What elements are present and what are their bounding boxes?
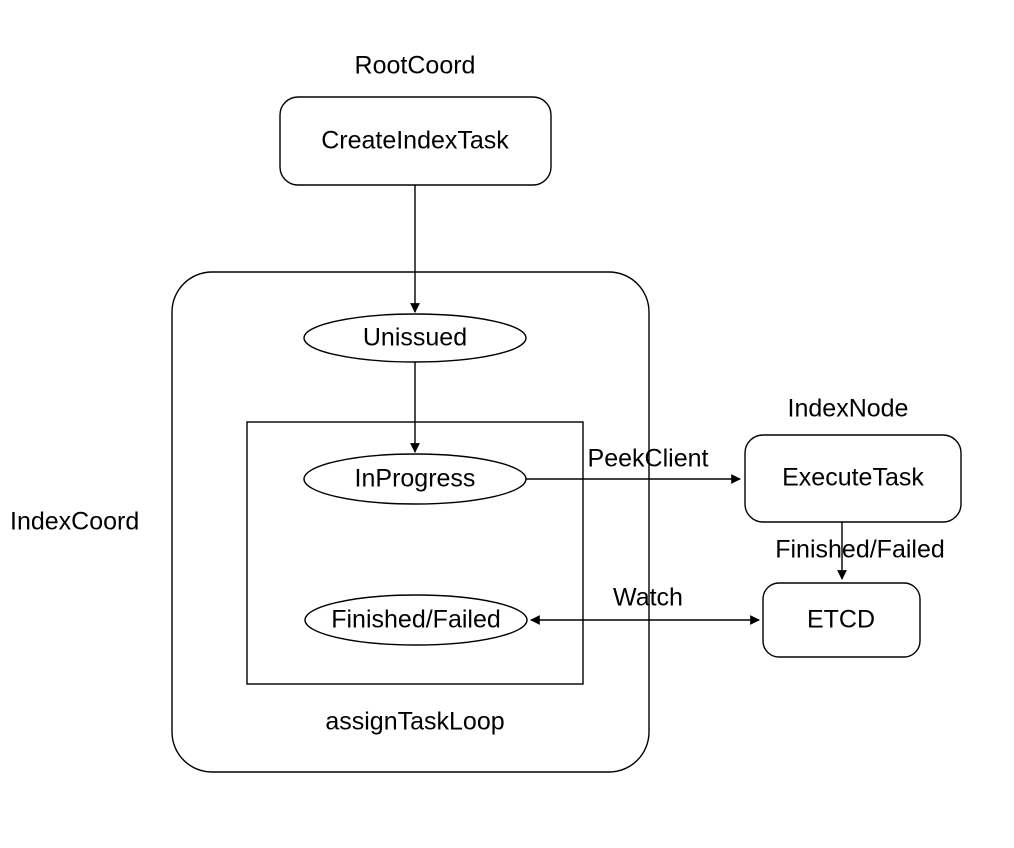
node-create-index-task[interactable]: CreateIndexTask [279,96,552,186]
in-progress-label: InProgress [355,465,476,493]
edge-executetask-etcd: Finished/Failed [775,522,945,580]
node-finished-failed-state[interactable]: Finished/Failed [304,594,528,646]
edge-label-finished-failed: Finished/Failed [775,536,945,564]
etcd-label: ETCD [807,606,875,634]
execute-task-label: ExecuteTask [782,464,924,492]
create-index-task-label: CreateIndexTask [321,127,509,155]
unissued-ellipse[interactable] [303,313,527,363]
indexnode-label: IndexNode [788,395,909,423]
assigntaskloop-label: assignTaskLoop [325,708,504,736]
edge-inprogress-executetask: PeekClient [526,445,741,484]
in-progress-ellipse[interactable] [303,453,527,505]
edge-label-watch: Watch [613,584,683,612]
unissued-label: Unissued [363,324,467,352]
node-etcd[interactable]: ETCD [762,582,921,658]
node-in-progress[interactable]: InProgress [303,453,527,505]
indexcoord-label: IndexCoord [10,508,139,536]
create-index-task-box[interactable] [279,96,552,186]
finished-failed-ellipse[interactable] [304,594,528,646]
edge-etcd-finishedfailed: Watch [530,584,760,625]
edge-label-peekclient: PeekClient [588,445,709,473]
etcd-box[interactable] [762,582,921,658]
node-unissued[interactable]: Unissued [303,313,527,363]
node-execute-task[interactable]: ExecuteTask [744,434,962,523]
rootcoord-label: RootCoord [355,52,476,80]
finished-failed-label: Finished/Failed [331,606,501,634]
execute-task-box[interactable] [744,434,962,523]
